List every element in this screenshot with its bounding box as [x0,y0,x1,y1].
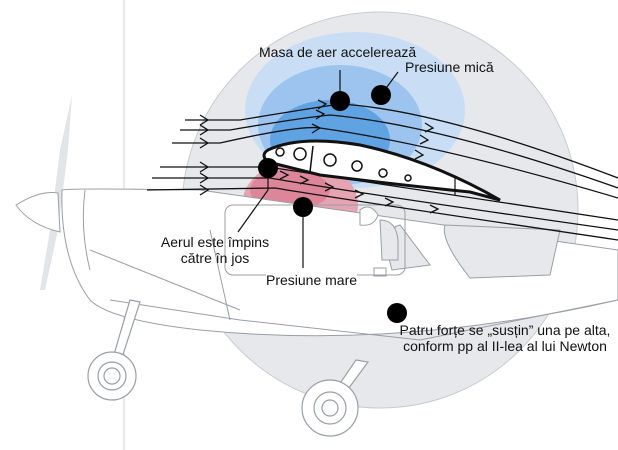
streamlines-lower [146,166,618,241]
airplane-outline [15,188,618,341]
markers [258,85,407,323]
label-air-pushed-down-line1: Aerul este împins [160,234,270,250]
marker-four-forces [387,303,407,323]
landing-gear [87,299,370,437]
label-four-forces: Patru forțe se „susțin” una pe alta, con… [395,322,615,354]
label-air-pushed-down-line2: către în jos [180,250,250,266]
marker-low-pressure [371,85,391,105]
label-high-pressure: Presiune mare [266,272,358,288]
marker-air-pushed-down [258,158,278,178]
marker-air-accelerates [330,91,350,111]
label-air-accelerates: Masa de aer accelerează [259,44,417,60]
marker-high-pressure [293,197,313,217]
label-air-pushed-down: Aerul este împins către în jos [150,234,280,266]
label-four-forces-line1: Patru forțe se „susțin” una pe alta, [399,322,611,338]
label-low-pressure: Presiune mică [405,59,494,75]
streamlines-upper [172,103,618,199]
flow-arrows [199,99,440,214]
label-four-forces-line2: conform pp al II-lea al lui Newton [403,338,607,354]
